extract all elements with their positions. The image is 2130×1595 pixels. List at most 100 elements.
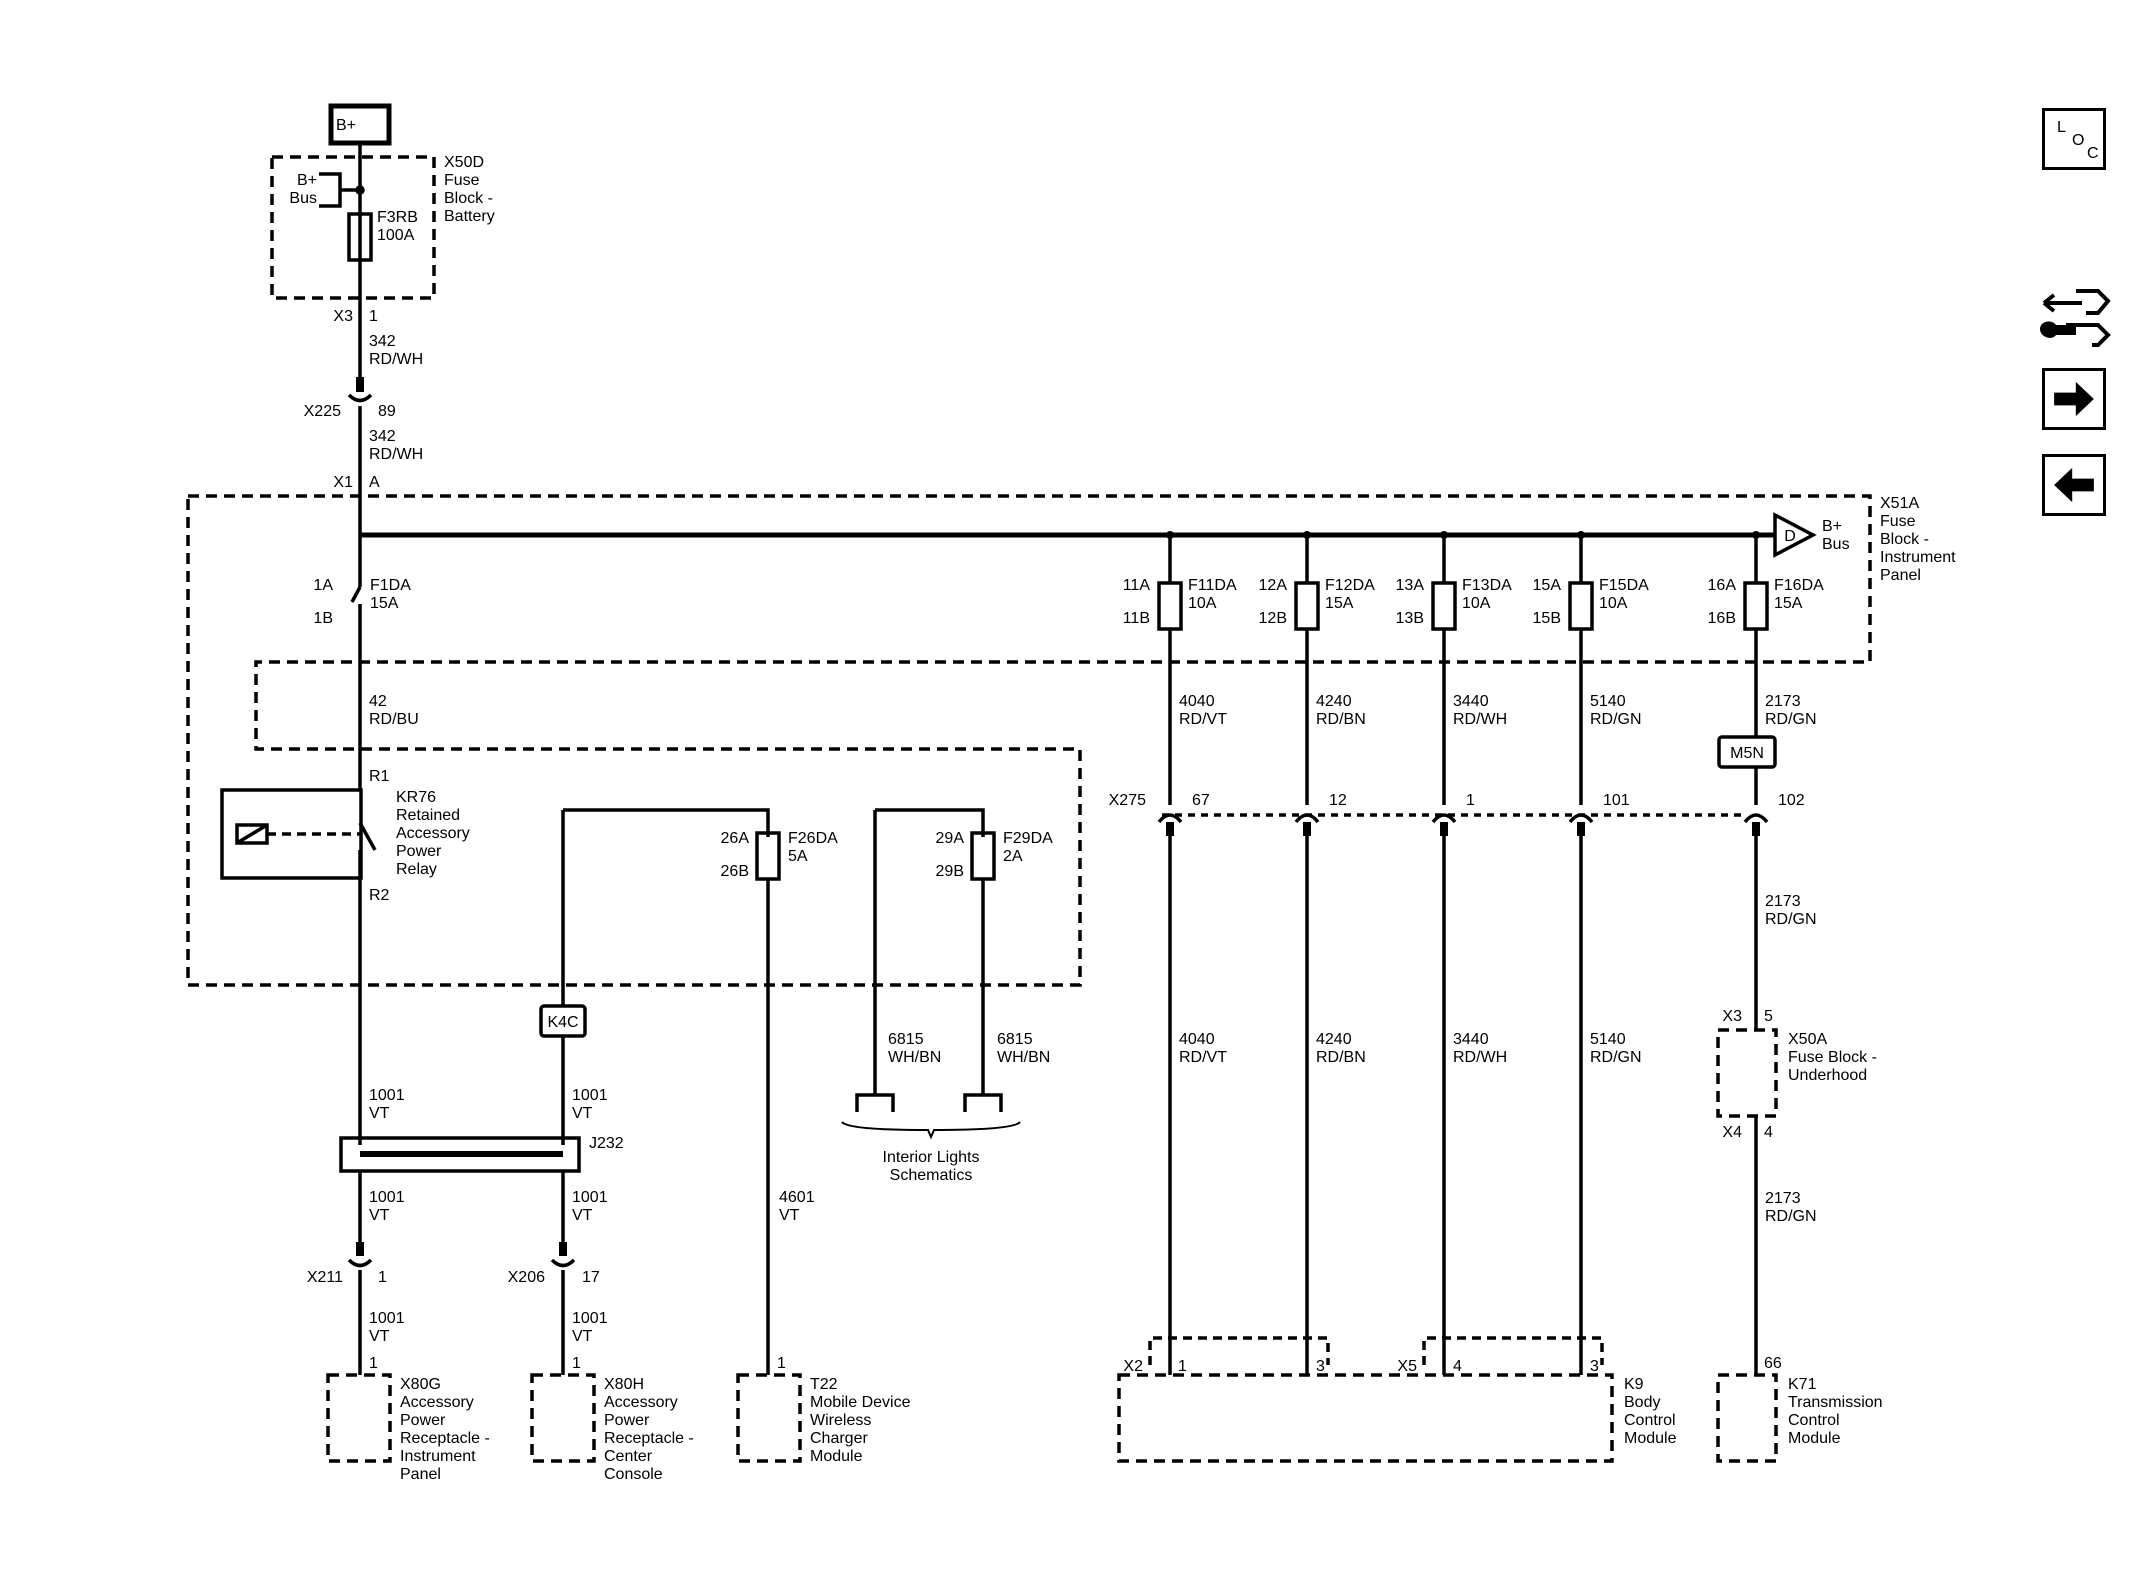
- fuse-1-rating: 10A: [1188, 595, 1217, 612]
- x275-pin-label-1: 67: [1192, 792, 1210, 809]
- x1-pin: A: [369, 474, 380, 491]
- fuse-column-3: [1431, 581, 1457, 631]
- x275-label: X275: [1109, 792, 1146, 809]
- x275-pin-5: [1743, 813, 1769, 824]
- x275-pin-label-5: 102: [1778, 792, 1805, 809]
- relay-pin-r2: R2: [369, 887, 390, 904]
- arrow-left-icon: [2054, 467, 2094, 503]
- bus-battery-label: B+Bus: [289, 172, 317, 207]
- x4-pin: 4: [1764, 1124, 1773, 1141]
- fuse-1-top: 11A: [1123, 577, 1151, 594]
- f29da-top: 29A: [936, 830, 965, 847]
- x51a-fuse-block: [186, 494, 1872, 987]
- x3-label: X3: [333, 308, 353, 325]
- splice-k4c-label: K4C: [547, 1014, 578, 1031]
- fuse-column-4: [1568, 581, 1594, 631]
- f1da-name: F1DA: [370, 577, 411, 594]
- k9-x2-pin-3: 3: [1316, 1358, 1325, 1375]
- bus-connector-d: [1773, 512, 1817, 558]
- x80g-pin: 1: [369, 1355, 378, 1372]
- module-k9: [1117, 1373, 1614, 1463]
- location-view-button[interactable]: L O C: [2042, 108, 2106, 170]
- module-k71: [1716, 1373, 1778, 1463]
- x80h-pin: 1: [572, 1355, 581, 1372]
- x1-label: X1: [333, 474, 353, 491]
- battery-terminal-label: B+: [336, 117, 356, 134]
- loc-letter-o: O: [2072, 132, 2085, 149]
- x211-pin: 1: [378, 1269, 387, 1286]
- f26da-top: 26A: [721, 830, 750, 847]
- fuse-2-top: 12A: [1259, 577, 1288, 594]
- x225-label: X225: [304, 403, 341, 420]
- fuse-4-top: 15A: [1533, 577, 1562, 594]
- x275-pin-label-2: 12: [1329, 792, 1347, 809]
- f1da-top: 1A: [313, 577, 333, 594]
- module-x80g: [326, 1373, 392, 1463]
- f1da-bottom: 1B: [313, 610, 333, 627]
- j232-label: J232: [589, 1135, 624, 1152]
- fuse-2-bottom: 12B: [1259, 610, 1287, 627]
- fuse-5-name: F16DA: [1774, 577, 1824, 594]
- previous-page-button[interactable]: [2042, 454, 2106, 516]
- connector-repair-icon[interactable]: [2036, 275, 2116, 349]
- t22-pin: 1: [777, 1355, 786, 1372]
- k9-x2-pin-1: 1: [1178, 1358, 1187, 1375]
- fuse-column-2: [1294, 581, 1320, 631]
- fuse-4-name: F15DA: [1599, 577, 1649, 594]
- arrow-right-icon: [2054, 381, 2094, 417]
- k9-x5-pin-3: 3: [1590, 1358, 1599, 1375]
- fuse-5-bottom: 16B: [1708, 610, 1736, 627]
- fuse-4-bottom: 15B: [1533, 610, 1561, 627]
- x50d-fuse-block: [270, 155, 436, 300]
- x225-pin: 89: [378, 403, 396, 420]
- fuse-column-1: [1157, 581, 1183, 631]
- splice-m5n-label: M5N: [1730, 745, 1764, 762]
- x275-pin-1: [1157, 813, 1183, 824]
- x3-pin: 1: [369, 308, 378, 325]
- k9-x5-label: X5: [1397, 1358, 1417, 1375]
- f29da-rating: 2A: [1003, 848, 1023, 865]
- fuse-1-bottom: 11B: [1123, 610, 1150, 627]
- f29da-bottom: 29B: [936, 863, 964, 880]
- splice-j232: [339, 1136, 581, 1173]
- f26da-rating: 5A: [788, 848, 808, 865]
- next-page-button[interactable]: [2042, 368, 2106, 430]
- relay-pin-r1: R1: [369, 768, 390, 785]
- x3-tcm-pin: 5: [1764, 1008, 1773, 1025]
- k9-x2-label: X2: [1123, 1358, 1143, 1375]
- fuse-3-rating: 10A: [1462, 595, 1491, 612]
- fuse-2-name: F12DA: [1325, 577, 1375, 594]
- x275-pin-3: [1431, 813, 1457, 824]
- f29da-name: F29DA: [1003, 830, 1053, 847]
- loc-letter-l: L: [2057, 119, 2066, 136]
- x206-pin: 17: [582, 1269, 600, 1286]
- fuse-column-5: [1743, 581, 1769, 631]
- fuse-f29da: [970, 831, 996, 881]
- fuse-3-top: 13A: [1396, 577, 1425, 594]
